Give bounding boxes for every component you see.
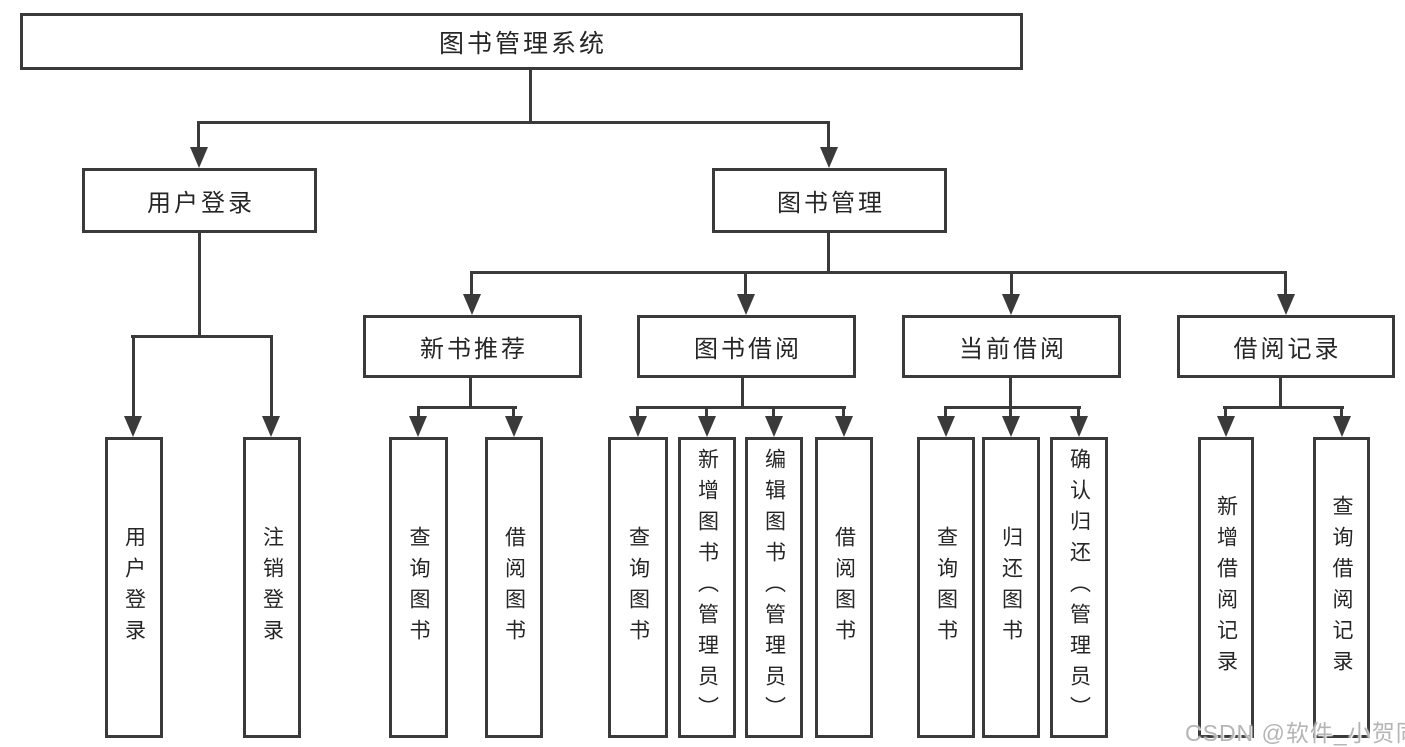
leaf-label: 归还图书	[999, 525, 1023, 650]
leaf-label: 查询借阅记录	[1330, 494, 1353, 681]
node-new-book-recommend: 新书推荐	[363, 315, 582, 378]
leaf-label: 注销登录	[260, 525, 284, 650]
connector-stub	[636, 406, 639, 418]
connector-book-borrow-rail	[636, 406, 846, 409]
connector-new-book-rail	[417, 406, 517, 409]
arrowhead-down-icon	[124, 416, 142, 437]
connector-stub	[1009, 406, 1012, 418]
arrowhead-down-icon	[505, 416, 523, 437]
connector-level3-rail	[470, 271, 1287, 274]
connector-stub	[944, 406, 947, 418]
connector-borrow-records-drop	[1279, 378, 1282, 409]
leaf-label: 查询图书	[626, 525, 650, 650]
connector-stub	[512, 406, 515, 418]
leaf-label: 借阅图书	[502, 525, 526, 650]
arrowhead-down-icon	[190, 147, 208, 168]
arrowhead-down-icon	[1217, 416, 1235, 437]
connector-current-borrow-rail	[944, 406, 1081, 409]
arrowhead-down-icon	[409, 416, 427, 437]
connector-stub-leaf-logout	[270, 335, 273, 423]
connector-book-borrow-drop	[741, 378, 744, 409]
connector-stub-book-management	[827, 121, 830, 149]
leaf-label: 查询图书	[934, 525, 958, 650]
leaf-label: 新增借阅记录	[1214, 494, 1238, 681]
leaf-query-books-borrow: 查询图书	[608, 437, 668, 738]
node-book-management: 图书管理	[712, 168, 947, 233]
connector-stub	[1224, 406, 1227, 418]
connector-stub	[1077, 406, 1080, 418]
node-book-borrow: 图书借阅	[637, 315, 856, 378]
connector-new-book-drop	[469, 378, 472, 409]
node-library-management-system: 图书管理系统	[20, 13, 1023, 70]
connector-borrow-records-rail	[1223, 406, 1344, 409]
arrowhead-down-icon	[1070, 416, 1088, 437]
node-borrow-records: 借阅记录	[1177, 315, 1395, 378]
leaf-borrow-books: 借阅图书	[815, 437, 873, 738]
leaf-return-book: 归还图书	[982, 437, 1040, 738]
leaf-label: 查询图书	[407, 525, 430, 650]
connector-stub-current-borrow	[1010, 271, 1013, 297]
connector-stub-user-login	[197, 121, 200, 149]
arrowhead-down-icon	[262, 416, 280, 437]
arrowhead-down-icon	[629, 416, 647, 437]
connector-current-borrow-drop	[1009, 378, 1012, 409]
connector-stub	[417, 406, 420, 418]
leaf-label: 用户登录	[122, 525, 146, 650]
leaf-label: 借阅图书	[832, 525, 856, 650]
arrowhead-down-icon	[1002, 294, 1020, 315]
leaf-user-login: 用户登录	[105, 437, 163, 738]
connector-user-login-drop	[198, 233, 201, 338]
arrowhead-down-icon	[820, 147, 838, 168]
connector-stub	[705, 406, 708, 418]
arrowhead-down-icon	[1277, 294, 1295, 315]
connector-root-drop	[529, 70, 532, 124]
connector-user-login-rail	[131, 335, 273, 338]
arrowhead-down-icon	[1002, 416, 1020, 437]
connector-stub-new-book	[470, 271, 473, 297]
leaf-query-borrow-record: 查询借阅记录	[1313, 437, 1370, 738]
connector-book-management-drop	[827, 233, 830, 274]
watermark: CSDN @软件_小贺同学	[1185, 720, 1405, 746]
node-current-borrow: 当前借阅	[902, 315, 1121, 378]
arrowhead-down-icon	[835, 416, 853, 437]
arrowhead-down-icon	[1333, 416, 1351, 437]
leaf-add-book-admin: 新增图书（管理员）	[678, 437, 736, 738]
leaf-label: 编辑图书（管理员）	[762, 448, 786, 727]
arrowhead-down-icon	[463, 294, 481, 315]
connector-stub-book-borrow	[744, 271, 747, 297]
arrowhead-down-icon	[698, 416, 716, 437]
connector-level2-rail	[197, 121, 830, 124]
connector-stub	[842, 406, 845, 418]
connector-stub	[1340, 406, 1343, 418]
arrowhead-down-icon	[737, 294, 755, 315]
leaf-query-books-recommend: 查询图书	[389, 437, 448, 738]
leaf-edit-book-admin: 编辑图书（管理员）	[745, 437, 803, 738]
leaf-label: 新增图书（管理员）	[695, 448, 719, 727]
connector-stub-borrow-records	[1284, 271, 1287, 297]
leaf-label: 确认归还（管理员）	[1067, 448, 1091, 727]
leaf-query-books-current: 查询图书	[917, 437, 975, 738]
connector-stub	[772, 406, 775, 418]
leaf-borrow-books-recommend: 借阅图书	[485, 437, 543, 738]
arrowhead-down-icon	[765, 416, 783, 437]
arrowhead-down-icon	[937, 416, 955, 437]
leaf-add-borrow-record: 新增借阅记录	[1198, 437, 1254, 738]
node-user-login: 用户登录	[82, 168, 317, 233]
connector-stub-leaf-user-login	[132, 335, 135, 423]
leaf-logout: 注销登录	[243, 437, 301, 738]
leaf-confirm-return-admin: 确认归还（管理员）	[1050, 437, 1108, 738]
